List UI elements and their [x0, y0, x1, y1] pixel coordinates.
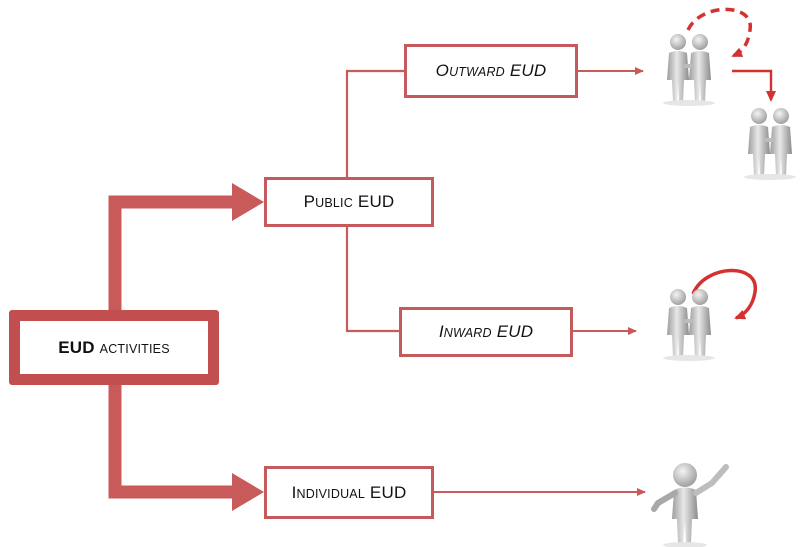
arrow-outward-spread	[732, 69, 776, 102]
public-eud-label: Public EUD	[304, 192, 395, 212]
inward-initial: I	[438, 322, 444, 341]
outward-eud-label: Outward EUD	[436, 61, 547, 81]
connector-public-to-outward	[345, 69, 404, 177]
public-rest: EUD	[357, 192, 395, 211]
public-initial: P	[303, 192, 316, 211]
individual-rest: EUD	[369, 482, 407, 502]
individual-eud-box: Individual EUD	[264, 466, 434, 519]
dashed-curved-arrow-icon	[686, 7, 752, 58]
inward-eud-label: Inward EUD	[439, 322, 533, 342]
individual-eud-label: Individual EUD	[292, 483, 407, 503]
arrowhead-to-individual	[232, 473, 264, 511]
public-eud-box: Public EUD	[264, 177, 434, 227]
connector-activities-to-individual	[108, 382, 240, 499]
handshake-figures-icon	[663, 289, 715, 361]
handshake-figures-icon	[744, 108, 796, 180]
outward-rest: EUD	[509, 61, 547, 80]
inward-rest: EUD	[496, 322, 534, 341]
eud-activities-label: EUD activities	[58, 338, 170, 358]
outward-initial: O	[435, 61, 450, 80]
connector-public-to-inward	[345, 226, 400, 333]
eud-activities-strong: EUD	[58, 337, 95, 357]
inward-caps: nward	[443, 326, 492, 340]
eud-activities-box: EUD activities	[9, 310, 219, 385]
presenting-figure-icon	[651, 463, 729, 547]
arrowhead-to-public	[232, 183, 264, 221]
handshake-figures-icon	[663, 34, 715, 106]
individual-caps: ndividual	[296, 486, 365, 501]
public-caps: ublic	[315, 196, 353, 210]
outward-eud-box: Outward EUD	[404, 44, 578, 98]
connector-activities-to-public	[108, 195, 240, 314]
inward-eud-box: Inward EUD	[399, 307, 573, 357]
solid-curved-arrow-icon	[691, 268, 757, 320]
eud-activities-rest: activities	[99, 341, 170, 356]
individual-initial: I	[291, 482, 297, 502]
outward-caps: utward	[449, 65, 505, 79]
